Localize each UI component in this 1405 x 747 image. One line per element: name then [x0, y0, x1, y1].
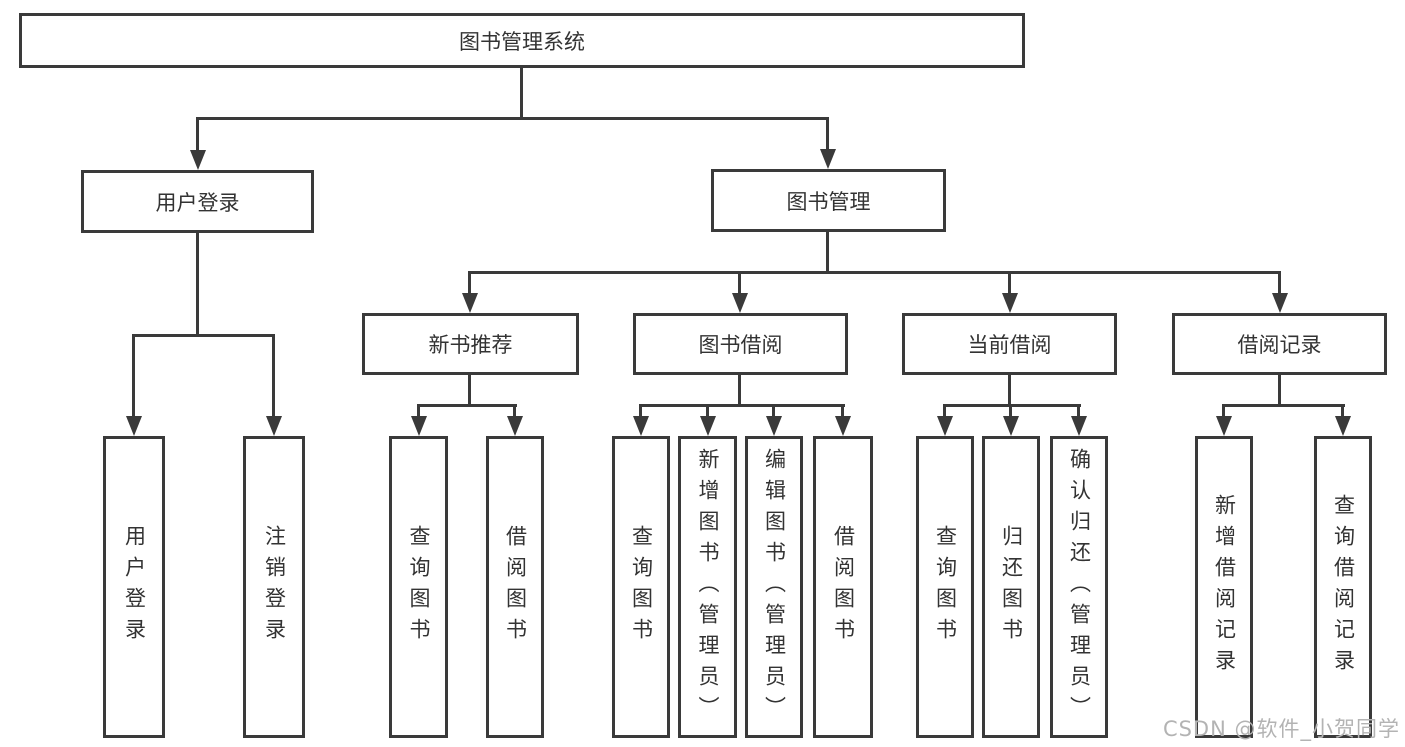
connector-rail-current — [943, 404, 1081, 407]
leaf-label: 新增图书（管理员） — [696, 447, 720, 727]
connector-drop — [841, 404, 844, 418]
leaf-label: 查询图书 — [933, 525, 958, 649]
connector-mgmt-stem — [826, 232, 829, 274]
node-label: 用户登录 — [155, 190, 240, 215]
connector-drop — [943, 404, 946, 418]
leaf-label: 查询图书 — [407, 525, 431, 649]
connector-drop — [468, 271, 471, 295]
connector-newbook-stem — [468, 375, 471, 407]
leaf-newbook-query-books: 查询图书 — [389, 436, 448, 738]
connector-drop — [1077, 404, 1080, 418]
arrowhead-to-bb-borrow — [835, 416, 851, 436]
connector-drop — [1341, 404, 1344, 418]
leaf-newbook-borrow-books: 借阅图书 — [486, 436, 544, 738]
connector-drop — [196, 117, 199, 152]
leaf-label: 借阅图书 — [831, 525, 856, 649]
connector-drop — [1008, 271, 1011, 295]
connector-drop — [417, 404, 420, 418]
leaf-return-books: 归还图书 — [982, 436, 1040, 738]
node-label: 图书借阅 — [698, 333, 783, 357]
connector-drop — [1278, 271, 1281, 295]
node-label: 借阅记录 — [1237, 333, 1322, 357]
node-current-borrowing: 当前借阅 — [902, 313, 1117, 375]
arrowhead-to-rec-query — [1335, 416, 1351, 436]
leaf-borrowing-borrow-books: 借阅图书 — [813, 436, 873, 738]
arrowhead-to-user-login — [126, 416, 142, 436]
connector-rail-records — [1222, 404, 1345, 407]
leaf-edit-books-admin: 编辑图书（管理员） — [745, 436, 803, 738]
leaf-label: 查询图书 — [629, 525, 654, 649]
node-book-borrowing: 图书借阅 — [633, 313, 848, 375]
connector-current-stem — [1008, 375, 1011, 407]
arrowhead-to-logout — [266, 416, 282, 436]
arrowhead-to-cur-query — [937, 416, 953, 436]
leaf-borrowing-query-books: 查询图书 — [612, 436, 670, 738]
node-label: 当前借阅 — [967, 333, 1052, 357]
leaf-current-query-books: 查询图书 — [916, 436, 974, 738]
connector-drop — [272, 334, 275, 418]
node-new-book-recommend: 新书推荐 — [362, 313, 579, 375]
connector-drop — [772, 404, 775, 418]
connector-login-stem — [196, 233, 199, 337]
connector-drop — [639, 404, 642, 418]
leaf-logout: 注销登录 — [243, 436, 305, 738]
connector-rail-login — [132, 334, 275, 337]
connector-drop — [706, 404, 709, 418]
arrowhead-to-user-login-module — [190, 150, 206, 170]
connector-rail-newbook — [417, 404, 517, 407]
node-label: 图书管理 — [786, 189, 871, 214]
node-user-login-module: 用户登录 — [81, 170, 314, 233]
connector-rail-mgmt — [468, 271, 1281, 274]
arrowhead-to-bb-query — [633, 416, 649, 436]
leaf-add-borrow-record: 新增借阅记录 — [1195, 436, 1253, 738]
leaf-label: 查询借阅记录 — [1331, 494, 1356, 680]
connector-rail-borrow — [639, 404, 845, 407]
leaf-add-books-admin: 新增图书（管理员） — [678, 436, 737, 738]
connector-drop — [738, 271, 741, 295]
node-root-system: 图书管理系统 — [19, 13, 1025, 68]
node-book-management-module: 图书管理 — [711, 169, 946, 232]
leaf-label: 用户登录 — [122, 525, 147, 649]
connector-drop — [1222, 404, 1225, 418]
connector-borrow-stem — [738, 375, 741, 407]
csdn-watermark: CSDN @软件_小贺同学 — [1162, 717, 1400, 741]
leaf-query-borrow-record: 查询借阅记录 — [1314, 436, 1372, 738]
leaf-label: 归还图书 — [999, 525, 1024, 649]
leaf-confirm-return-admin: 确认归还（管理员） — [1050, 436, 1108, 738]
leaf-label: 新增借阅记录 — [1212, 494, 1237, 680]
arrowhead-to-borrow-records — [1272, 293, 1288, 313]
arrowhead-to-cur-return — [1003, 416, 1019, 436]
leaf-label: 借阅图书 — [503, 525, 528, 649]
leaf-label: 确认归还（管理员） — [1067, 447, 1092, 727]
leaf-label: 编辑图书（管理员） — [762, 447, 787, 727]
connector-records-stem — [1278, 375, 1281, 407]
leaf-label: 注销登录 — [262, 525, 287, 649]
connector-rail-level1 — [196, 117, 829, 120]
arrowhead-to-current-borrowing — [1002, 293, 1018, 313]
arrowhead-to-bb-edit — [766, 416, 782, 436]
connector-root-stem — [520, 68, 523, 120]
arrowhead-to-book-management — [820, 149, 836, 169]
connector-drop — [1009, 404, 1012, 418]
node-root-label: 图书管理系统 — [459, 29, 585, 54]
arrowhead-to-new-book-recommend — [462, 293, 478, 313]
leaf-user-login: 用户登录 — [103, 436, 165, 738]
arrowhead-to-bb-add — [700, 416, 716, 436]
arrowhead-to-nb-query — [411, 416, 427, 436]
arrowhead-to-rec-add — [1216, 416, 1232, 436]
node-borrow-records: 借阅记录 — [1172, 313, 1387, 375]
connector-drop — [132, 334, 135, 418]
arrowhead-to-nb-borrow — [507, 416, 523, 436]
connector-drop — [826, 117, 829, 152]
node-label: 新书推荐 — [428, 333, 513, 357]
connector-drop — [513, 404, 516, 418]
arrowhead-to-book-borrowing — [732, 293, 748, 313]
arrowhead-to-cur-confirm — [1071, 416, 1087, 436]
